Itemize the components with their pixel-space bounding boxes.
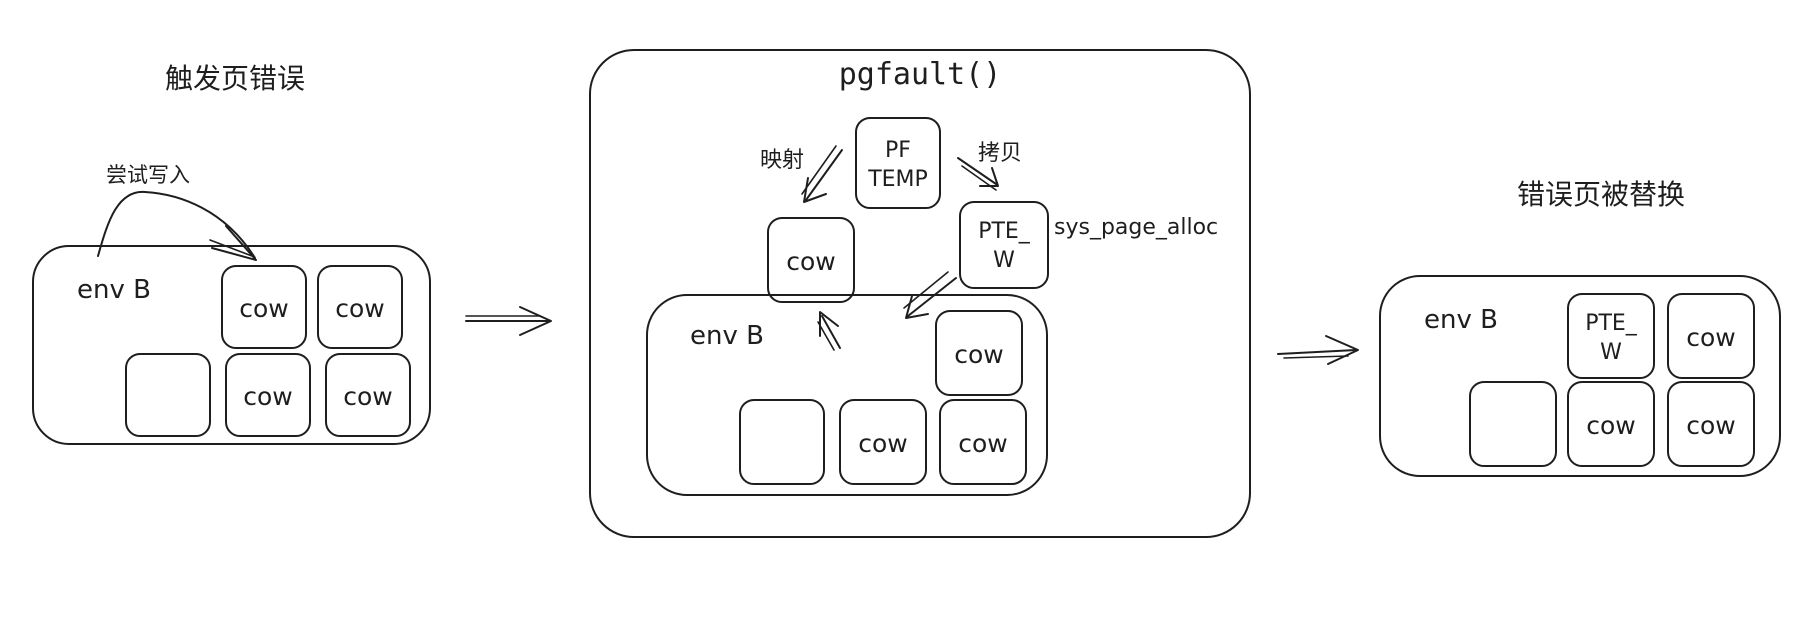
sys-page-alloc-label: sys_page_alloc xyxy=(1054,215,1218,240)
panel2-cell xyxy=(839,399,927,485)
panel3-pte-w-line2: W xyxy=(1600,340,1622,365)
panel3-cell-label: cow xyxy=(1586,411,1636,440)
panel1-title: 触发页错误 xyxy=(165,62,305,95)
panel2-cell xyxy=(935,310,1023,396)
panel2-cell-empty xyxy=(739,399,825,485)
panel3-title: 错误页被替换 xyxy=(1517,178,1685,211)
panel3-cell-empty xyxy=(1469,381,1557,467)
panel1-cell-label: cow xyxy=(335,294,385,323)
alloc-arrow xyxy=(907,277,957,317)
panel1-cell xyxy=(221,265,307,349)
panel1-env-box xyxy=(32,245,431,445)
panel2-cell-label: cow xyxy=(954,340,1004,369)
panel3-env-box xyxy=(1379,275,1781,477)
panel3-cell xyxy=(1667,381,1755,467)
pgfault-title: pgfault() xyxy=(839,57,1002,92)
panel1-cell-label: cow xyxy=(243,382,293,411)
copy-arrow xyxy=(957,157,997,185)
panel1-env-label: env B xyxy=(77,275,151,305)
pte-w-label-line2: W xyxy=(993,248,1015,273)
panel3-pte-w-box xyxy=(1567,293,1655,379)
map-arrow xyxy=(805,149,843,201)
panel1-cell-empty xyxy=(125,353,211,437)
pgfault-frame xyxy=(589,49,1251,538)
panel3-cell xyxy=(1567,381,1655,467)
panel2-cell xyxy=(939,399,1027,485)
panel-page-replaced: 错误页被替换 env B PTE_ W cow cow cow xyxy=(1379,178,1781,477)
panel2-env-box xyxy=(646,294,1048,496)
arrow-panel2-to-panel3 xyxy=(1277,335,1359,365)
map-label: 映射 xyxy=(760,148,804,173)
panel3-pte-w-line1: PTE_ xyxy=(1585,311,1638,336)
panel3-cell xyxy=(1667,293,1755,379)
floating-cow-box xyxy=(767,217,855,303)
panel1-action-label: 尝试写入 xyxy=(106,163,190,187)
panel-pgfault: pgfault() PF TEMP 映射 拷贝 cow PTE_ W sys_p… xyxy=(589,49,1251,538)
copy-label: 拷贝 xyxy=(978,141,1022,166)
panel-trigger-fault: 触发页错误 尝试写入 env B cow cow cow cow xyxy=(32,62,431,445)
panel3-cell-label: cow xyxy=(1686,323,1736,352)
panel3-cell-label: cow xyxy=(1686,411,1736,440)
write-attempt-arrowhead xyxy=(211,225,257,261)
pf-temp-label-line1: PF xyxy=(885,138,911,163)
pte-w-label-line1: PTE_ xyxy=(978,219,1031,244)
panel1-cell xyxy=(225,353,311,437)
map-source-arrow xyxy=(821,315,841,349)
pf-temp-box xyxy=(855,117,941,209)
panel2-cell-label: cow xyxy=(958,429,1008,458)
panel3-env-label: env B xyxy=(1424,305,1498,335)
panel1-cell-label: cow xyxy=(239,294,289,323)
pte-w-box xyxy=(959,201,1049,289)
write-attempt-arrow xyxy=(97,190,256,259)
arrow-panel1-to-panel2 xyxy=(465,306,552,336)
panel1-cell xyxy=(325,353,411,437)
panel2-env-label: env B xyxy=(690,321,764,351)
panel1-cell-label: cow xyxy=(343,382,393,411)
panel1-cell xyxy=(317,265,403,349)
pf-temp-label-line2: TEMP xyxy=(867,167,928,192)
panel2-cell-label: cow xyxy=(858,429,908,458)
floating-cow-label: cow xyxy=(786,247,836,276)
